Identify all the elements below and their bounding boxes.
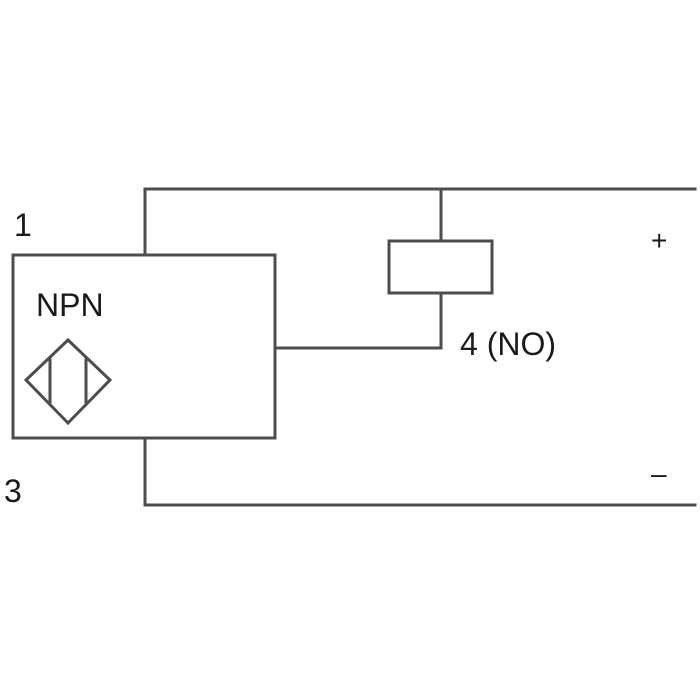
sensor-type-label: NPN [36,287,104,323]
pin-1-label: 1 [14,207,32,243]
wire-pin-1 [143,187,697,257]
negative-terminal-label: – [651,458,667,489]
sensor-body [11,253,277,440]
wire-pin-3 [143,436,697,507]
pin-3-label: 3 [4,473,22,509]
load-coil [387,239,494,295]
inductive-sensor-icon [23,337,113,426]
output-pin-label: 4 (NO) [460,326,556,362]
positive-terminal-label: + [651,225,667,256]
wire-pin-4-output [273,291,443,350]
